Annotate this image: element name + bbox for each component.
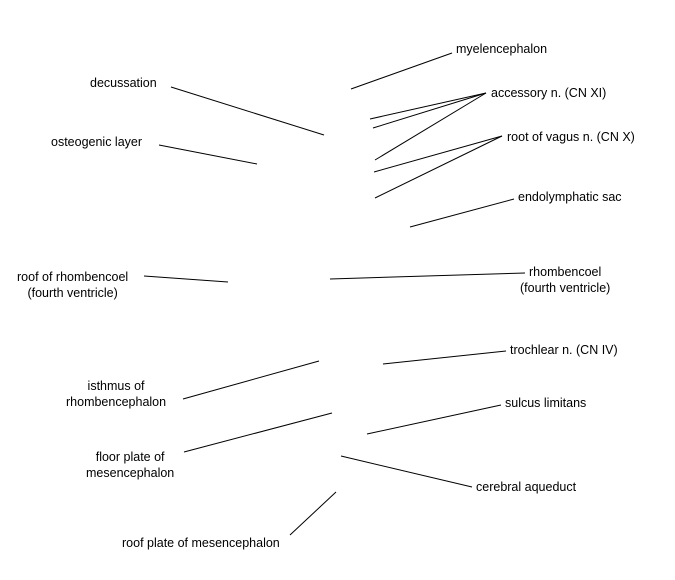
label-decussation: decussation <box>90 76 157 90</box>
label-rhombencoel: rhombencoel (fourth ventricle) <box>520 264 610 296</box>
label-isthmus-line-2: rhombencephalon <box>66 395 167 409</box>
leader-line-endolymphatic-sac <box>409 198 515 228</box>
leader-line-trochlear-n <box>382 350 507 365</box>
label-floor-plate-of-mesencephalon: floor plate of mesencephalon <box>86 449 174 481</box>
label-cerebral-aqueduct: cerebral aqueduct <box>476 480 577 494</box>
leader-line-roof-plate <box>289 491 337 536</box>
leader-line-cerebral-aqueduct <box>340 455 473 488</box>
leader-line-decussation <box>170 86 325 136</box>
leader-line-osteogenic-layer <box>158 144 258 165</box>
leader-line-rhombencoel <box>329 272 526 280</box>
label-floor-plate-line-2: mesencephalon <box>86 466 175 480</box>
label-accessory-n: accessory n. (CN XI) <box>491 86 607 100</box>
label-osteogenic-layer: osteogenic layer <box>51 135 143 149</box>
leader-line-accessory-n-3 <box>374 92 487 161</box>
leader-line-accessory-n-1 <box>369 92 487 120</box>
label-roof-of-rhombencoel: roof of rhombencoel (fourth ventricle) <box>17 269 128 301</box>
label-sulcus-limitans: sulcus limitans <box>505 396 587 410</box>
leader-line-root-of-vagus-2 <box>374 135 503 199</box>
label-trochlear-n: trochlear n. (CN IV) <box>510 343 618 357</box>
label-endolymphatic-sac: endolymphatic sac <box>518 190 622 204</box>
label-isthmus-of-rhombencephalon: isthmus of rhombencephalon <box>66 378 166 410</box>
leader-line-isthmus <box>182 360 320 400</box>
label-myelencephalon: myelencephalon <box>456 42 548 56</box>
label-roof-of-rhombencoel-line-1: roof of rhombencoel <box>17 270 129 284</box>
leader-line-root-of-vagus-1 <box>373 135 503 173</box>
label-root-of-vagus-n: root of vagus n. (CN X) <box>507 130 635 144</box>
label-floor-plate-line-1: floor plate of <box>95 450 165 464</box>
leader-line-sulcus-limitans <box>366 404 502 435</box>
leader-line-floor-plate <box>183 412 333 453</box>
label-rhombencoel-line-1: rhombencoel <box>529 265 602 279</box>
leader-line-myelencephalon <box>350 52 453 90</box>
leader-line-roof-of-rhombencoel <box>143 275 229 283</box>
label-roof-plate-of-mesencephalon: roof plate of mesencephalon <box>122 536 280 550</box>
label-rhombencoel-line-2: (fourth ventricle) <box>520 281 611 295</box>
label-roof-of-rhombencoel-line-2: (fourth ventricle) <box>27 286 118 300</box>
leader-line-accessory-n-2 <box>372 92 487 129</box>
label-isthmus-line-1: isthmus of <box>87 379 145 393</box>
